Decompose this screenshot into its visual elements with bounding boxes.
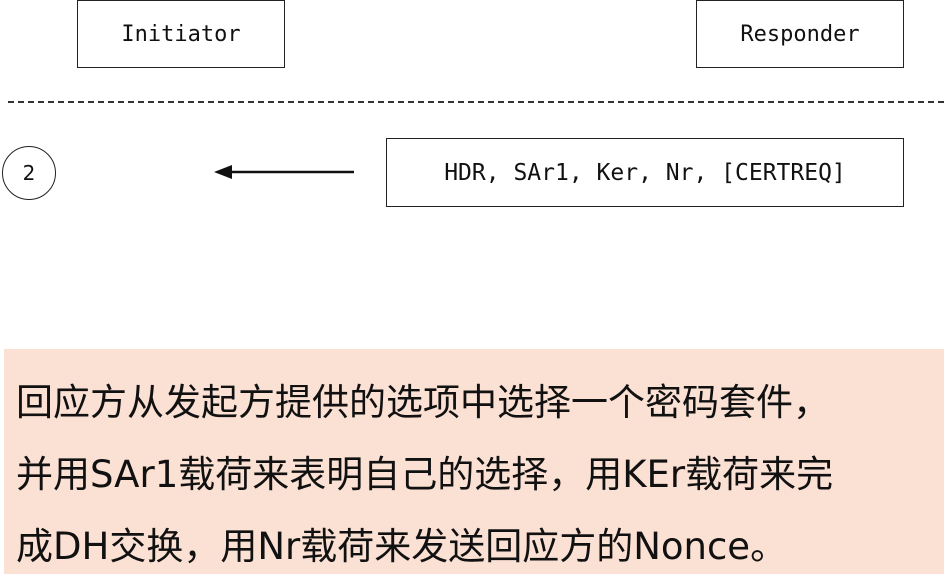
explanation-panel: 回应方从发起方提供的选项中选择一个密码套件， 并用SAr1载荷来表明自己的选择，… [4, 349, 944, 574]
step-number-circle: 2 [2, 146, 56, 200]
initiator-label: Initiator [121, 21, 241, 47]
dashed-divider [8, 101, 944, 103]
explanation-line-2: 并用SAr1载荷来表明自己的选择，用KEr载荷来完 [16, 453, 834, 496]
message-text: HDR, SAr1, Ker, Nr, [CERTREQ] [444, 159, 846, 186]
explanation-line-1: 回应方从发起方提供的选项中选择一个密码套件， [16, 381, 830, 424]
initiator-box: Initiator [77, 0, 285, 68]
responder-label: Responder [740, 21, 860, 47]
responder-box: Responder [696, 0, 904, 68]
step-number: 2 [22, 161, 36, 185]
left-arrow-icon [214, 165, 354, 179]
explanation-line-3: 成DH交换，用Nr载荷来发送回应方的Nonce。 [16, 525, 788, 568]
message-box: HDR, SAr1, Ker, Nr, [CERTREQ] [386, 138, 904, 207]
